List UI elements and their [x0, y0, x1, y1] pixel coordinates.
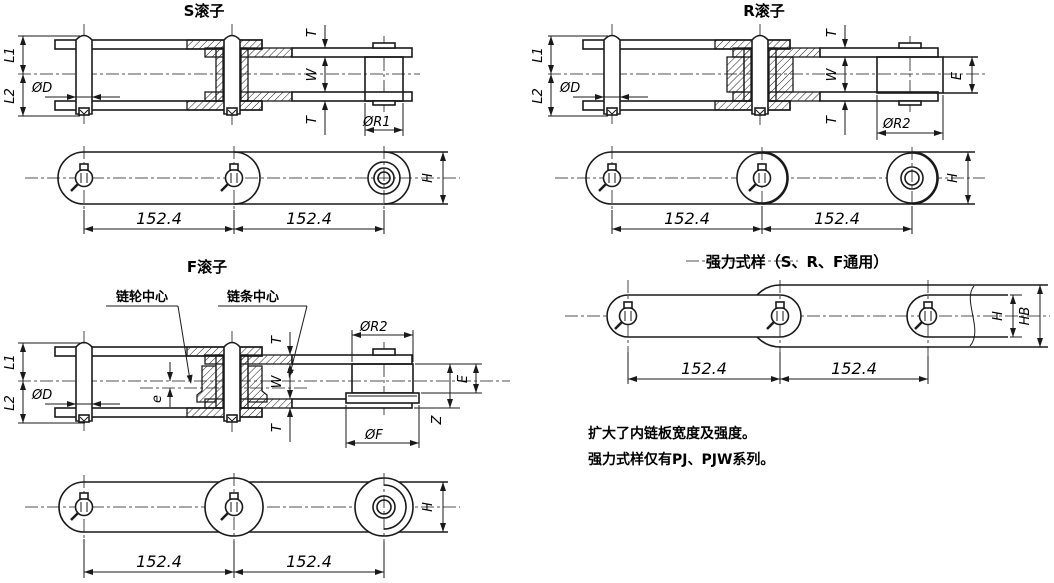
dim-label-l2: L2	[3, 88, 18, 104]
dim-label-w: W	[825, 67, 840, 81]
sprocket-center-label: 链轮中心	[115, 289, 168, 305]
dim-label-h: H	[421, 502, 436, 512]
dim-label-h: H	[421, 173, 436, 183]
heavy-duty-view: H HB 152.4 152.4 强力式样（S、R、F通用）	[565, 253, 1050, 384]
dim-label-e: E	[456, 374, 471, 383]
dim-label-r1: ØR1	[362, 115, 391, 130]
dim-label-t-top: T	[825, 28, 840, 37]
dim-label-e: E	[950, 71, 965, 80]
dim-label-l1: L1	[3, 47, 18, 63]
note-line-1: 扩大了内链板宽度及强度。	[588, 425, 756, 442]
r-roller-top-view: H 152.4 152.4	[555, 146, 985, 234]
dim-label-t-top: T	[270, 335, 285, 344]
f-roller-top-view: H 152.4 152.4	[25, 473, 460, 578]
dim-label-pitch-right: 152.4	[814, 209, 860, 228]
dim-label-t-top: T	[305, 28, 320, 37]
dim-label-d: ØD	[31, 388, 52, 403]
f-roller-title: F滚子	[187, 258, 227, 276]
dim-label-t-bottom: T	[825, 115, 840, 124]
heavy-duty-title: 强力式样（S、R、F通用）	[706, 253, 889, 271]
note-line-2: 强力式样仅有PJ、PJW系列。	[588, 451, 774, 468]
dim-label-pitch-right: 152.4	[286, 552, 332, 571]
r-roller-title: R滚子	[743, 2, 785, 20]
dim-label-pitch-right: 152.4	[831, 359, 877, 378]
r-roller-section: L1 L2 ØD T W T E ØR2 R滚子	[531, 2, 985, 140]
dim-label-z: Z	[430, 414, 445, 425]
dim-label-pitch-left: 152.4	[136, 552, 182, 571]
s-roller-section: L1 L2 ØD T W T ØR1 S滚子	[3, 2, 420, 136]
chain-center-label: 链条中心	[226, 289, 279, 305]
s-roller-title: S滚子	[184, 2, 225, 20]
dim-label-h: H	[946, 173, 961, 183]
dim-label-pitch-left: 152.4	[664, 209, 710, 228]
dim-label-l2: L2	[531, 88, 546, 104]
dim-label-l1: L1	[531, 47, 546, 63]
dim-label-hb: HB	[1018, 307, 1033, 326]
dim-label-r2: ØR2	[882, 117, 911, 132]
dim-label-t-bottom: T	[305, 115, 320, 124]
dim-label-e-offset: e	[150, 395, 165, 403]
dim-label-d: ØD	[31, 81, 52, 96]
dim-label-l2: L2	[3, 395, 18, 411]
dim-label-t-bottom: T	[270, 423, 285, 432]
f-roller-section: L1 L2 ØD e T W T ØR2 ØF E Z 链轮中心	[3, 258, 510, 448]
dim-label-w: W	[305, 67, 320, 81]
dim-label-h: H	[991, 311, 1006, 321]
dim-label-pitch-left: 152.4	[136, 209, 182, 228]
dim-label-pitch-right: 152.4	[286, 209, 332, 228]
dim-label-w: W	[270, 374, 285, 388]
dim-label-l1: L1	[3, 354, 18, 370]
dim-label-r2: ØR2	[359, 320, 388, 335]
dim-label-pitch-left: 152.4	[681, 359, 727, 378]
dim-label-f: ØF	[364, 428, 383, 443]
dim-label-d: ØD	[559, 81, 580, 96]
s-roller-top-view: H 152.4 152.4	[25, 146, 460, 234]
